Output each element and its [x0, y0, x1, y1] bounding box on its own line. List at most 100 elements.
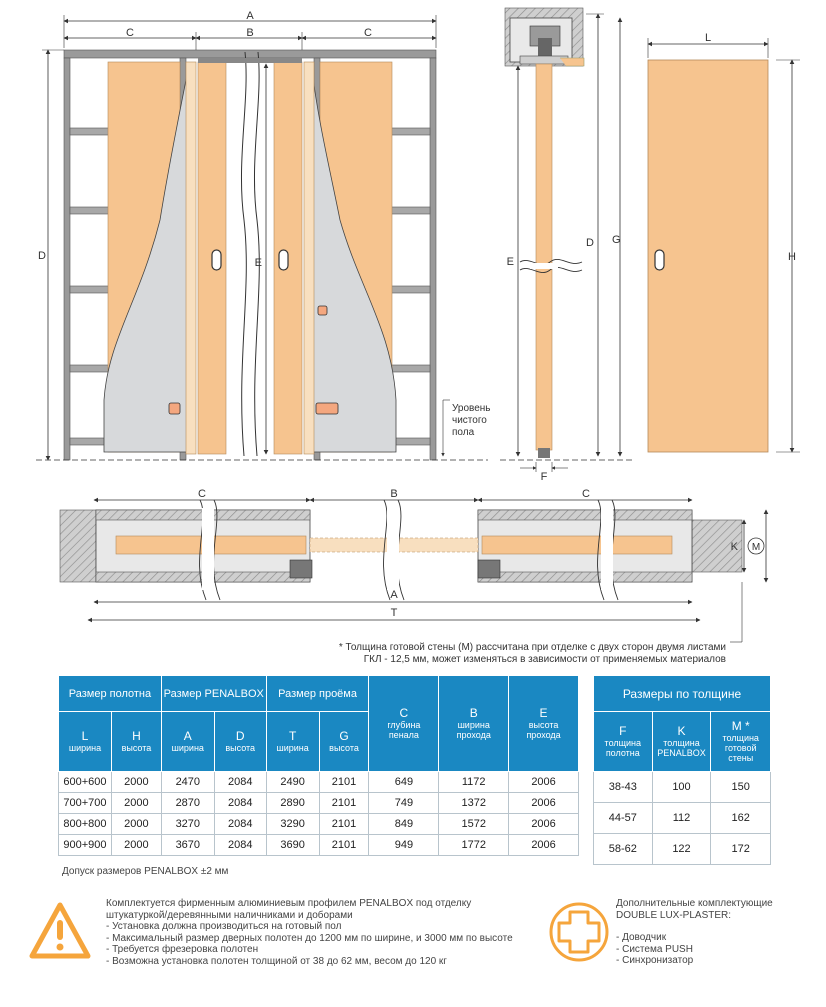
note-line: - Максимальный размер дверных полотен до…: [106, 932, 513, 944]
table-cell: 2084: [213, 813, 267, 835]
table-cell: 2101: [318, 813, 370, 835]
floor-label-3: пола: [452, 427, 475, 438]
plan-dim-C-right: C: [582, 488, 590, 500]
dim-H-label: H: [788, 251, 796, 263]
plan-dim-M: M: [752, 542, 760, 553]
floor-label-2: чистого: [452, 415, 487, 426]
note-line: Комплектуется фирменным алюминиевым проф…: [106, 898, 472, 909]
plan-dim-T: T: [391, 607, 398, 619]
table-cell: 3670: [160, 834, 215, 856]
table-cell: 2490: [265, 771, 320, 793]
group-header-penalbox: Размер PENALBOX: [160, 675, 267, 712]
table-cell: 112: [651, 802, 712, 834]
note-line: DOUBLE LUX-PLASTER:: [616, 909, 732, 921]
floor-label-1: Уровень: [452, 403, 491, 414]
table-cell: 1172: [438, 771, 510, 793]
dim-B-label: B: [246, 27, 253, 39]
tolerance-note: Допуск размеров PENALBOX ±2 мм: [62, 866, 229, 877]
dim-D-label: D: [38, 250, 46, 262]
plan-dim-A: A: [390, 589, 398, 601]
table-cell: 2890: [265, 792, 320, 814]
dim-E-label: E: [255, 257, 262, 269]
table-cell: 2006: [508, 792, 579, 814]
table-cell: 2084: [213, 792, 267, 814]
table-cell: 2084: [213, 834, 267, 856]
side-dim-E-label: E: [507, 256, 514, 268]
note-line: - Система PUSH: [616, 943, 693, 955]
note-line: - Установка должна производиться на гото…: [106, 921, 342, 932]
table-cell: 2000: [110, 792, 162, 814]
table-cell: 2006: [508, 771, 579, 793]
table-cell: 122: [651, 833, 712, 865]
table-cell: 172: [710, 833, 771, 865]
door-leaf-view: L H: [647, 32, 800, 453]
dim-C-left-label: C: [126, 27, 134, 39]
table-cell: 3690: [265, 834, 320, 856]
side-dim-F-label: F: [541, 471, 548, 483]
plus-icon: [549, 902, 609, 962]
door-handle-icon: [278, 249, 289, 271]
side-dim-G-label: G: [612, 234, 621, 246]
table-cell: 1572: [438, 813, 510, 835]
size-table: Размер полотна Размер PENALBOX Размер пр…: [58, 675, 579, 856]
table-cell: 58-62: [593, 833, 653, 865]
dim-A-label: A: [246, 10, 254, 22]
door-handle-icon: [654, 249, 665, 271]
plan-dim-K: K: [731, 541, 739, 553]
table-cell: 3290: [265, 813, 320, 835]
dim-L-label: L: [705, 32, 711, 44]
wall-note-line-2: ГКЛ - 12,5 мм, может изменяться в зависи…: [364, 654, 726, 665]
warning-icon: [29, 902, 91, 959]
notes-right: Дополнительные комплектующие DOUBLE LUX-…: [616, 898, 773, 967]
table-cell: 700+700: [58, 792, 112, 814]
note-line: штукатуркой/деревянными наличниками и до…: [106, 909, 353, 921]
table-cell: 2101: [318, 792, 370, 814]
note-line: - Требуется фрезеровка полотен: [106, 944, 259, 955]
note-line: - Синхронизатор: [616, 955, 694, 966]
wall-note-line-1: * Толщина готовой стены (М) рассчитана п…: [339, 642, 726, 653]
table-cell: 2006: [508, 834, 579, 856]
table-cell: 2006: [508, 813, 579, 835]
table-cell: 162: [710, 802, 771, 834]
group-header-door: Размер полотна: [58, 675, 162, 712]
table-cell: 2000: [110, 813, 162, 835]
table-cell: 2101: [318, 771, 370, 793]
table-cell: 38-43: [593, 771, 653, 803]
thickness-title: Размеры по толщине: [593, 675, 771, 712]
table-cell: 1372: [438, 792, 510, 814]
plan-view: C B C A T K: [59, 488, 769, 665]
table-cell: 2000: [110, 771, 162, 793]
table-cell: 1772: [438, 834, 510, 856]
door-handle-icon: [211, 249, 222, 271]
table-cell: 3270: [160, 813, 215, 835]
table-cell: 2470: [160, 771, 215, 793]
table-cell: 100: [651, 771, 712, 803]
table-cell: 749: [368, 792, 440, 814]
table-cell: 2084: [213, 771, 267, 793]
table-cell: 2000: [110, 834, 162, 856]
note-line: - Возможна установка полотен толщиной от…: [106, 955, 447, 967]
front-view: A C B C: [36, 10, 491, 461]
note-line: Дополнительные комплектующие: [616, 898, 773, 909]
table-cell: 2870: [160, 792, 215, 814]
table-cell: 900+900: [58, 834, 112, 856]
table-cell: 949: [368, 834, 440, 856]
table-cell: 600+600: [58, 771, 112, 793]
table-cell: 800+800: [58, 813, 112, 835]
